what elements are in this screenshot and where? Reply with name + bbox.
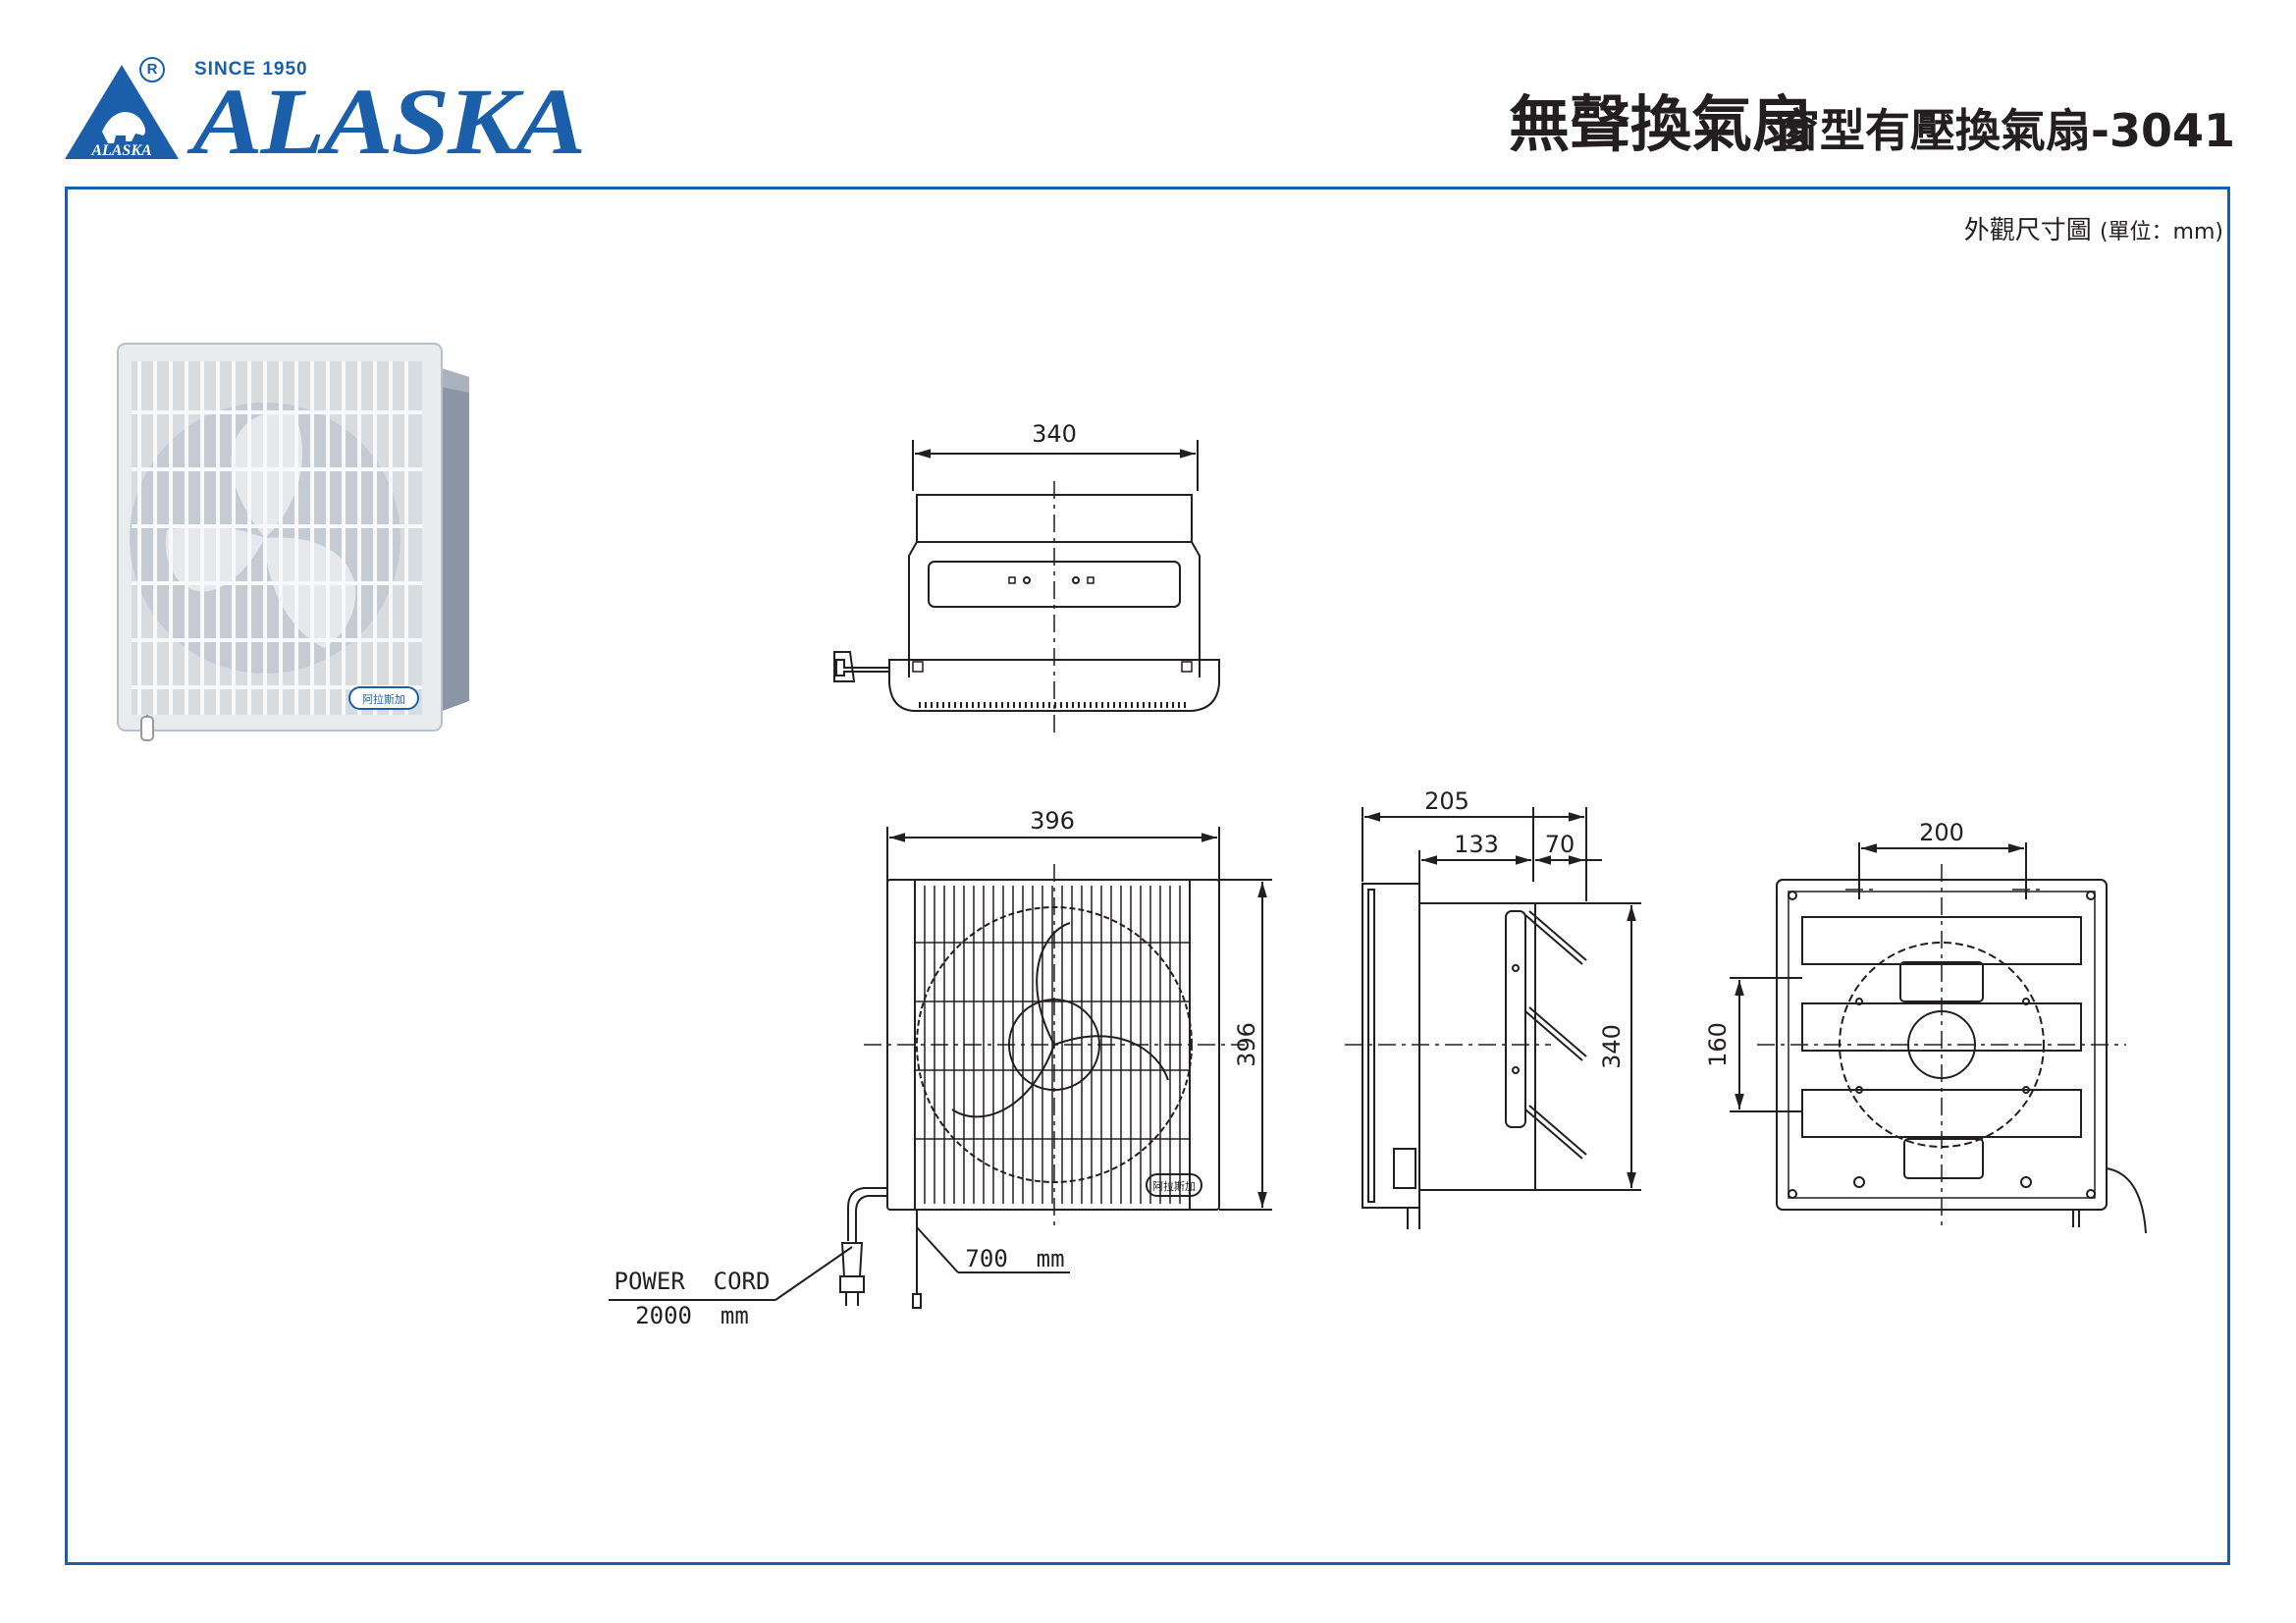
front-badge-text: 阿拉斯加 bbox=[1152, 1179, 1196, 1193]
product-photo: 阿拉斯加 bbox=[117, 343, 469, 741]
emblem-text: ALASKA bbox=[90, 142, 152, 159]
photo-grille bbox=[132, 361, 422, 715]
brand-wordmark: ALASKA bbox=[192, 69, 586, 174]
alaska-bear-emblem: ALASKA bbox=[63, 61, 181, 167]
unit-note: (單位：mm) bbox=[2099, 220, 2223, 244]
front-view bbox=[609, 827, 1272, 1309]
drawing-frame bbox=[65, 187, 2230, 1565]
photo-badge-text: 阿拉斯加 bbox=[362, 692, 405, 706]
front-height-label: 396 bbox=[1233, 1022, 1260, 1067]
top-view bbox=[833, 440, 1220, 736]
product-subtitle: 窗型有壓換氣扇-3041 bbox=[1774, 104, 2235, 157]
front-width-label: 396 bbox=[1030, 807, 1075, 835]
pull-cord-length: 700 mm bbox=[965, 1245, 1064, 1272]
back-vertical-label: 160 bbox=[1704, 1022, 1732, 1067]
registered-trademark-icon: R bbox=[139, 57, 165, 82]
side-depth-flap-label: 70 bbox=[1545, 831, 1575, 858]
power-cord-label: POWER CORD bbox=[614, 1268, 771, 1295]
top-width-label: 340 bbox=[1032, 420, 1077, 448]
side-depth-body-label: 133 bbox=[1454, 831, 1499, 858]
caption-text: 外觀尺寸圖 bbox=[1963, 216, 2092, 245]
product-title: 無聲換氣扇 bbox=[1508, 88, 1813, 160]
side-depth-total-label: 205 bbox=[1424, 787, 1469, 815]
back-spacing-label: 200 bbox=[1919, 819, 1964, 846]
drawing-caption: 外觀尺寸圖 (單位：mm) bbox=[1964, 210, 2223, 246]
power-cord-length: 2000 mm bbox=[635, 1302, 749, 1329]
side-view bbox=[1345, 807, 1641, 1229]
since-label: SINCE 1950 bbox=[194, 59, 308, 80]
side-flap-height-label: 340 bbox=[1598, 1024, 1626, 1069]
back-view bbox=[1730, 842, 2147, 1234]
